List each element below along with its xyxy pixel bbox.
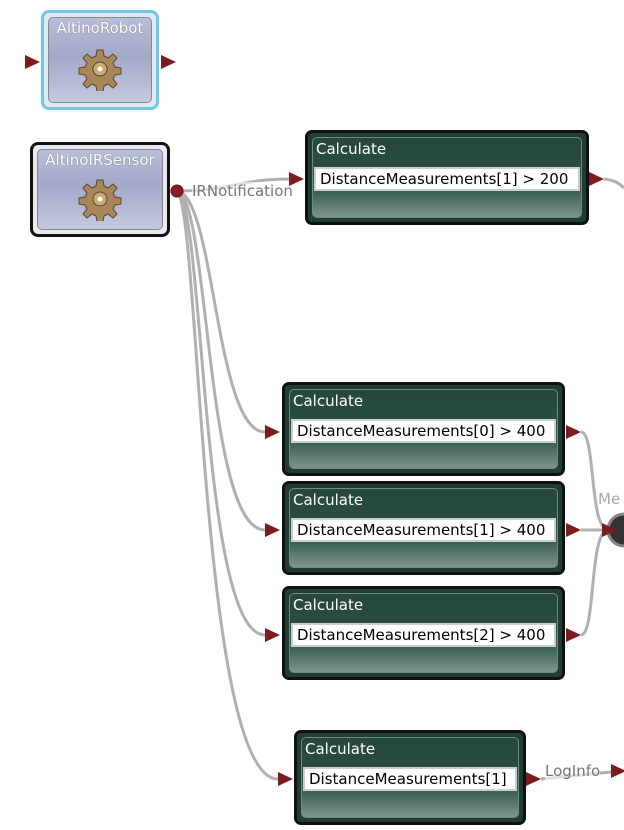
input-pin-icon[interactable] — [265, 628, 280, 642]
output-pin-icon[interactable] — [526, 772, 541, 786]
calculate-title: Calculate — [305, 740, 376, 758]
expression-input[interactable]: DistanceMeasurements[0] > 400 — [291, 419, 556, 443]
input-pin-icon[interactable] — [25, 55, 40, 69]
output-pin-icon[interactable] — [566, 425, 581, 439]
expression-input[interactable]: DistanceMeasurements[1] > 400 — [291, 518, 556, 542]
expression-input[interactable]: DistanceMeasurements[1] — [303, 767, 517, 791]
merge-label: Me — [598, 490, 621, 508]
wire-calc2-merge — [580, 430, 607, 530]
calculate-title: Calculate — [293, 392, 364, 410]
calculate-title: Calculate — [293, 491, 364, 509]
service-altinoirsensor[interactable]: AltinoIRSensor — [30, 142, 170, 237]
calculate-block[interactable]: Calculate DistanceMeasurements[1] > 200 — [305, 130, 589, 225]
loginfo-label: LogInfo — [545, 762, 601, 780]
service-altinorobot[interactable]: AltinoRobot — [41, 10, 159, 110]
calculate-title: Calculate — [293, 596, 364, 614]
output-pin-icon[interactable] — [566, 523, 581, 537]
calculate-block[interactable]: Calculate DistanceMeasurements[1] — [294, 730, 526, 825]
expression-input[interactable]: DistanceMeasurements[2] > 400 — [291, 623, 556, 647]
input-pin-icon[interactable] — [265, 425, 280, 439]
wire-calc1-out — [603, 177, 624, 190]
calculate-title: Calculate — [316, 140, 387, 158]
input-pin-icon[interactable] — [265, 523, 280, 537]
wire-to-calc3 — [176, 189, 266, 532]
calculate-block[interactable]: Calculate DistanceMeasurements[1] > 400 — [282, 481, 565, 575]
loginfo-target-pin-icon[interactable] — [611, 764, 624, 778]
input-pin-icon[interactable] — [289, 172, 304, 186]
wire-to-calc2 — [176, 189, 266, 434]
wire-calc4-merge — [580, 530, 607, 637]
output-pin-icon[interactable] — [161, 55, 176, 69]
input-pin-icon[interactable] — [278, 772, 293, 786]
calculate-block[interactable]: Calculate DistanceMeasurements[2] > 400 — [282, 586, 565, 680]
output-pin-icon[interactable] — [566, 628, 581, 642]
wire-to-calc5 — [175, 189, 279, 781]
gear-icon — [78, 179, 122, 221]
merge-input-pin-icon[interactable] — [602, 523, 617, 537]
gear-icon — [78, 49, 122, 91]
output-pin-icon[interactable] — [589, 172, 604, 186]
service-title: AltinoRobot — [56, 19, 144, 37]
service-title: AltinoIRSensor — [45, 151, 155, 169]
notification-label: IRNotification — [192, 182, 293, 200]
calculate-block[interactable]: Calculate DistanceMeasurements[0] > 400 — [282, 382, 565, 476]
notification-pin-icon — [170, 184, 184, 198]
wire-to-calc4 — [175, 189, 266, 637]
expression-input[interactable]: DistanceMeasurements[1] > 200 — [314, 167, 580, 191]
